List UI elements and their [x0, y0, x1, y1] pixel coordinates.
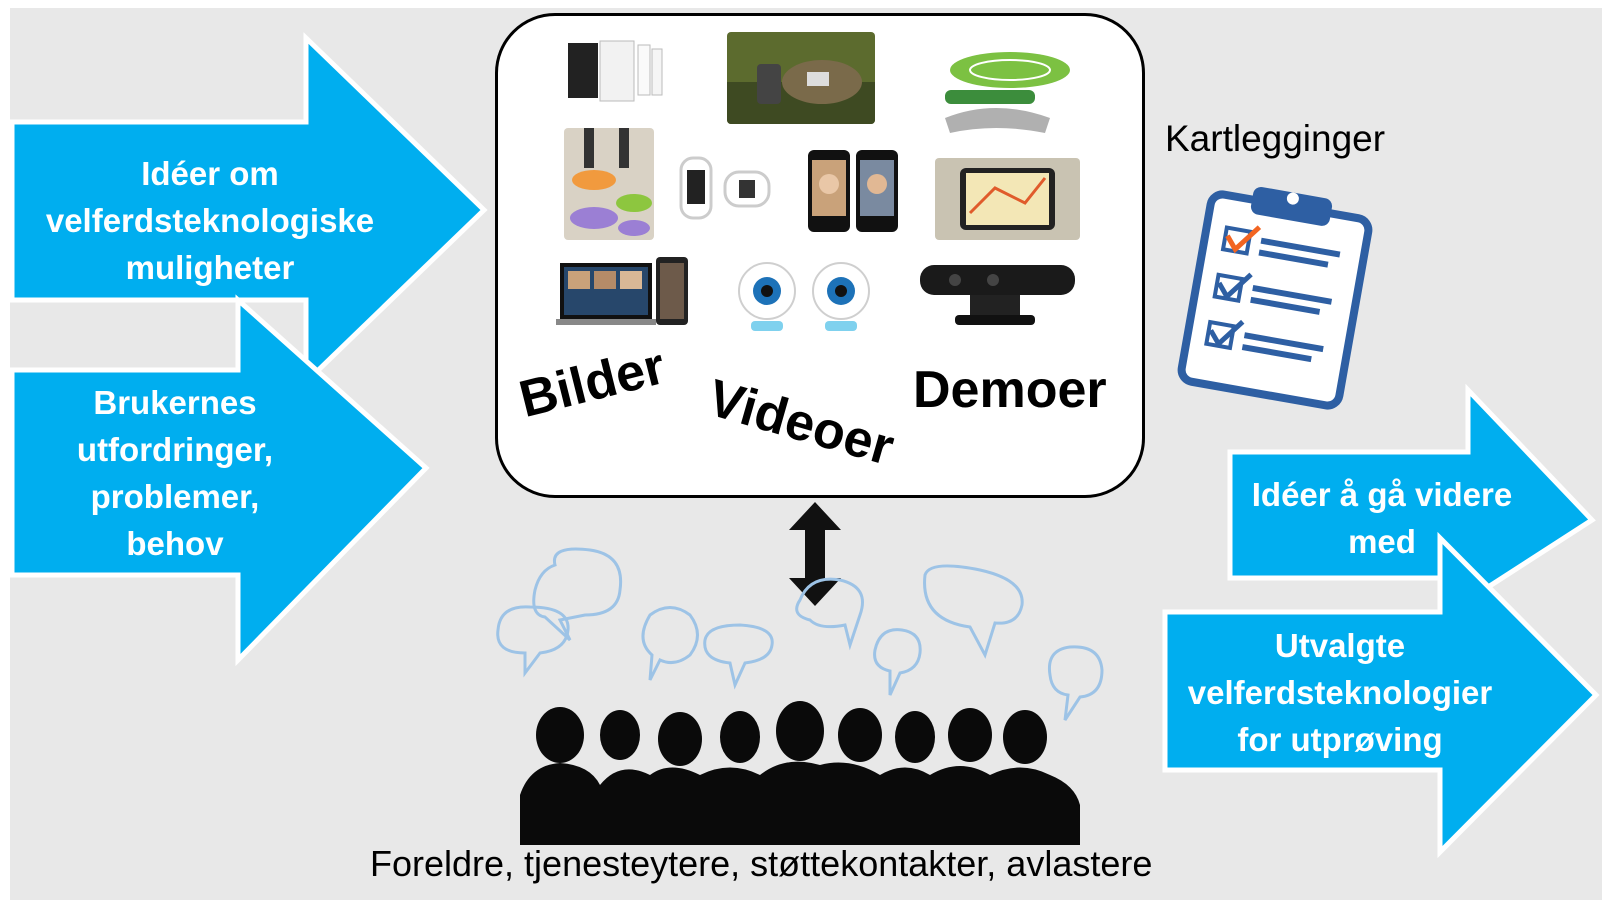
sensor-insole-image	[925, 38, 1080, 138]
floor-buttons-image	[564, 128, 654, 240]
media-word-demos: Demoer	[913, 361, 1107, 419]
participants-label: Foreldre, tjenesteytere, støttekontakter…	[370, 843, 1153, 884]
outdoor-gps-image	[727, 32, 875, 124]
users-arrow-text: Brukernes utfordringer, problemer, behov	[76, 384, 274, 562]
clipboard-checklist-icon	[1177, 186, 1373, 410]
survey-label: Kartlegginger	[1165, 118, 1386, 159]
forward-ideas-arrow-text: Idéer å gå videre med	[1251, 476, 1513, 560]
ideas-arrow-text: Idéer om velferdsteknologiske muligheter	[45, 154, 375, 286]
speech-bubbles-icon	[496, 547, 1104, 721]
video-conference-image	[556, 255, 691, 330]
game-console-image	[560, 35, 670, 110]
tablet-navigation-image	[935, 158, 1080, 240]
video-call-phones-image	[806, 148, 901, 243]
selected-tech-arrow-text: Utvalgte velferdsteknologier for utprøvi…	[1187, 626, 1493, 758]
motion-sensor-image	[915, 260, 1080, 335]
webcam-monitors-image	[735, 255, 875, 340]
people-silhouettes-icon	[520, 701, 1080, 845]
smartwatch-image	[675, 148, 775, 233]
